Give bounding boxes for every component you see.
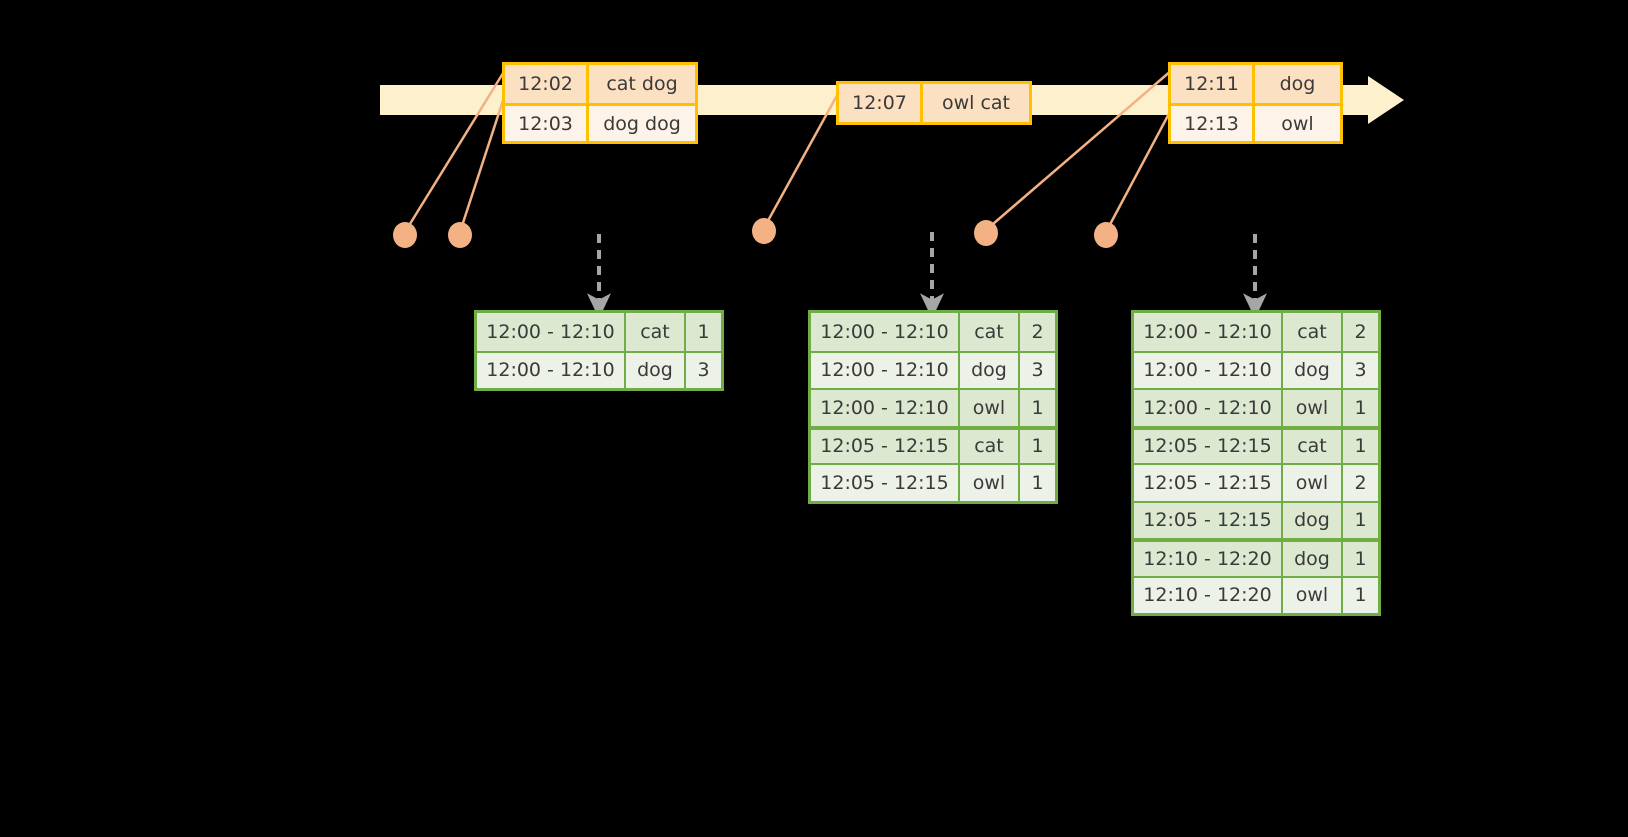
- event-box-3: 12:11 dog 12:13 owl: [1168, 62, 1343, 144]
- event-words-cell: owl cat: [941, 92, 1011, 114]
- result-key-cell: dog: [1283, 502, 1343, 538]
- result-key-cell: owl: [960, 390, 1020, 426]
- result-window-cell: 12:00 - 12:10: [811, 390, 960, 426]
- event-box-2: 12:07 owl cat: [836, 81, 1032, 125]
- result-count-cell: 3: [697, 359, 710, 382]
- connector-dot-4: [974, 220, 998, 246]
- result-window-cell: 12:00 - 12:10: [1134, 313, 1283, 351]
- result-window-cell: 12:00 - 12:10: [811, 313, 960, 351]
- event-words-cell: dog: [1279, 73, 1316, 95]
- result-key-cell: cat: [960, 429, 1020, 463]
- result-count-cell: 2: [1354, 320, 1367, 343]
- result-key-cell: owl: [960, 465, 1020, 501]
- result-window-cell: 12:00 - 12:10: [477, 313, 626, 351]
- result-key-cell: dog: [1283, 352, 1343, 388]
- connector-dot-2: [448, 222, 472, 248]
- result-window-cell: 12:00 - 12:10: [1134, 390, 1283, 426]
- result-window-cell: 12:10 - 12:20: [1134, 542, 1283, 576]
- event-words-cell: cat dog: [606, 73, 678, 95]
- result-key-cell: cat: [1283, 429, 1343, 463]
- event-time-cell: 12:03: [505, 106, 589, 141]
- result-count-cell: 3: [1354, 359, 1367, 382]
- result-count-cell: 1: [1031, 471, 1044, 494]
- event-words-cell: owl: [1281, 112, 1314, 135]
- event-row: 12:13 owl: [1171, 103, 1340, 141]
- result-window-cell: 12:05 - 12:15: [1134, 429, 1283, 463]
- result-count-cell: 1: [1354, 435, 1367, 458]
- result-key-cell: owl: [1283, 390, 1343, 426]
- result-count-cell: 3: [1031, 359, 1044, 382]
- event-row: 12:07 owl cat: [839, 84, 1029, 122]
- result-count-cell: 2: [1031, 320, 1044, 343]
- result-count-cell: 1: [1354, 584, 1367, 607]
- result-window-cell: 12:05 - 12:15: [811, 465, 960, 501]
- result-key-cell: cat: [960, 313, 1020, 351]
- result-key-cell: cat: [1283, 313, 1343, 351]
- event-time-cell: 12:13: [1171, 106, 1255, 141]
- result-count-cell: 1: [1031, 435, 1044, 458]
- result-count-cell: 1: [1031, 396, 1044, 419]
- event-time-cell: 12:02: [505, 65, 589, 103]
- result-key-cell: owl: [1283, 577, 1343, 613]
- event-words-cell: dog dog: [603, 112, 681, 135]
- result-key-cell: dog: [1283, 542, 1343, 576]
- result-window-cell: 12:05 - 12:15: [1134, 502, 1283, 538]
- result-window-cell: 12:00 - 12:10: [1134, 352, 1283, 388]
- event-time-cell: 12:11: [1171, 65, 1255, 103]
- result-key-cell: cat: [626, 313, 686, 351]
- result-window-cell: 12:05 - 12:15: [811, 429, 960, 463]
- connector-dot-3: [752, 218, 776, 244]
- event-row: 12:11 dog: [1171, 65, 1340, 103]
- result-count-cell: 1: [1354, 396, 1367, 419]
- connector-line-5: [1104, 107, 1174, 233]
- result-window-cell: 12:00 - 12:10: [811, 352, 960, 388]
- result-count-cell: 1: [697, 320, 710, 343]
- result-key-cell: dog: [626, 352, 686, 388]
- timeline-arrowhead-icon: [1368, 76, 1404, 124]
- result-key-cell: dog: [960, 352, 1020, 388]
- event-box-1: 12:02 cat dog 12:03 dog dog: [502, 62, 698, 144]
- event-row: 12:03 dog dog: [505, 103, 695, 141]
- result-count-cell: 1: [1354, 547, 1367, 570]
- result-count-cell: 1: [1354, 509, 1367, 532]
- connector-dot-1: [393, 222, 417, 248]
- event-time-cell: 12:07: [839, 84, 923, 122]
- result-window-cell: 12:10 - 12:20: [1134, 577, 1283, 613]
- event-row: 12:02 cat dog: [505, 65, 695, 103]
- connector-dot-5: [1094, 222, 1118, 248]
- result-window-cell: 12:00 - 12:10: [477, 352, 626, 388]
- result-count-cell: 2: [1354, 471, 1367, 494]
- result-key-cell: owl: [1283, 465, 1343, 501]
- result-window-cell: 12:05 - 12:15: [1134, 465, 1283, 501]
